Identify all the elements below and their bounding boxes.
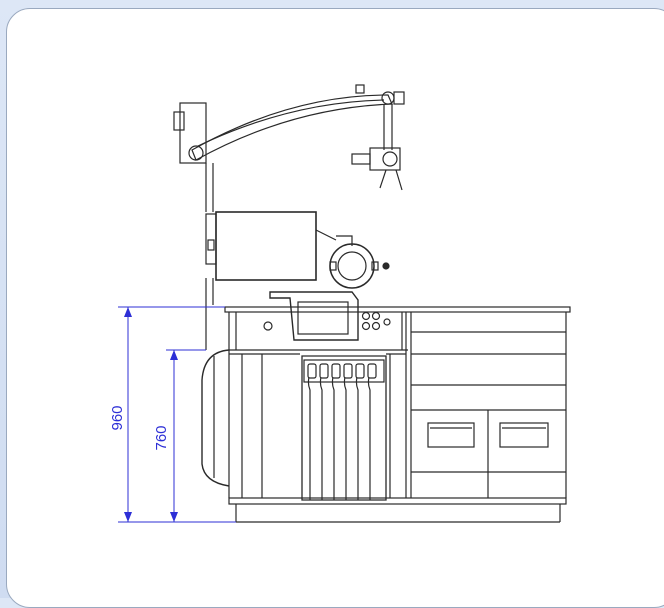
hose-6 — [367, 369, 373, 500]
arm-mount-knob — [173, 111, 185, 131]
arm-boom-inner-line — [197, 99, 385, 147]
dimension-760-arrow-bottom — [170, 512, 178, 522]
lamp-handle-left — [329, 261, 337, 271]
instrument-heads — [307, 363, 377, 379]
hose-2 — [319, 369, 325, 500]
microscope-handles — [379, 169, 403, 191]
hose-4 — [343, 369, 349, 500]
cabinet — [224, 306, 571, 523]
panel-button-3 — [361, 321, 371, 331]
microscope-body — [369, 147, 401, 171]
hose-1 — [307, 369, 313, 500]
panel-button-4 — [371, 321, 381, 331]
panel-button-5 — [383, 318, 391, 326]
dimension-lines — [118, 306, 236, 523]
cabinet-base — [228, 497, 567, 505]
arm-joint-right — [381, 91, 395, 105]
instrument-holder — [301, 355, 387, 501]
chair-back — [201, 349, 230, 487]
monitor — [205, 211, 337, 281]
dimension-760-arrow-top — [170, 350, 178, 360]
lamp-housing — [329, 243, 375, 289]
support-pole — [205, 163, 214, 350]
chair-profile — [201, 349, 230, 487]
monitor-arm — [315, 229, 337, 241]
control-panel — [263, 291, 391, 341]
panel-button-2 — [371, 311, 381, 321]
instrument-1 — [307, 363, 317, 379]
arm-boom — [191, 94, 393, 161]
lamp-arm — [336, 235, 353, 246]
instrument-2 — [319, 363, 329, 379]
microscope-arm — [173, 84, 405, 191]
door-handle-left — [427, 422, 475, 448]
drawing-card — [6, 8, 664, 608]
hose-5 — [355, 369, 361, 500]
panel-screen — [297, 301, 349, 335]
door-handle-right — [499, 422, 549, 448]
operating-lamp — [329, 235, 390, 289]
lamp-handle-right — [371, 261, 379, 271]
counter-top — [224, 306, 571, 313]
dimension-label-760: 760 — [153, 425, 170, 450]
panel-housing — [269, 291, 359, 341]
arm-top-knob — [355, 84, 365, 94]
instrument-3 — [331, 363, 341, 379]
panel-button-1 — [361, 311, 371, 321]
instrument-6 — [367, 363, 377, 379]
instrument-4 — [343, 363, 353, 379]
dimension-label-960: 960 — [109, 405, 126, 430]
dimension-960-arrow-top — [124, 307, 132, 317]
monitor-mount-knob — [207, 239, 215, 251]
holder-body — [301, 355, 387, 501]
lamp-reflector — [337, 251, 367, 281]
arm-mount-block — [179, 102, 207, 164]
arm-end-cap — [393, 91, 405, 105]
lamp-knob — [382, 262, 390, 270]
monitor-mount — [205, 213, 217, 265]
hose-3 — [331, 369, 337, 500]
monitor-screen — [215, 211, 317, 281]
arm-joint-left — [188, 145, 204, 161]
microscope-eyepiece — [351, 153, 371, 165]
instrument-hoses — [307, 369, 373, 500]
microscope-lens — [382, 151, 398, 167]
panel-side-knob — [263, 321, 273, 331]
instrument-5 — [355, 363, 365, 379]
dimension-960-arrow-bottom — [124, 512, 132, 522]
